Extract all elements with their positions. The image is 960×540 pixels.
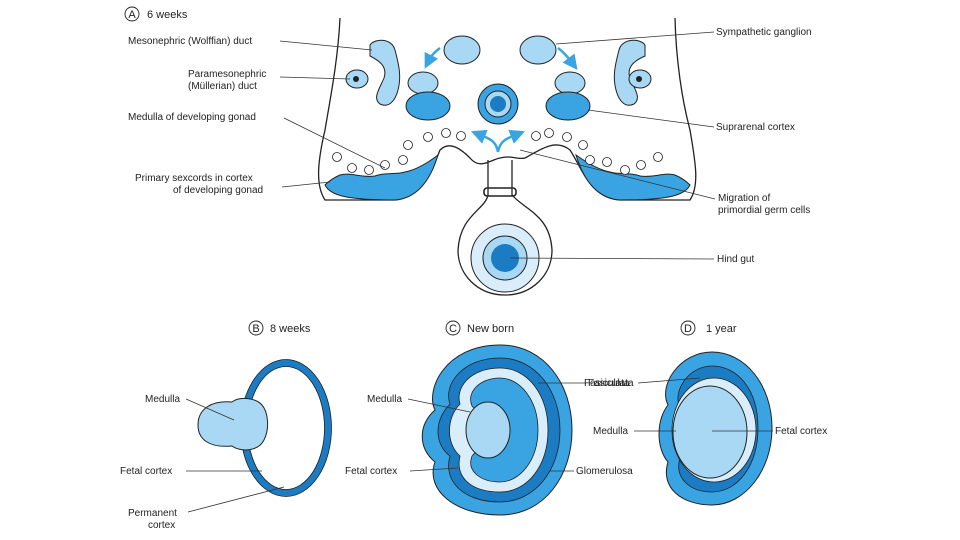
arrow-right-ganglion bbox=[557, 47, 578, 71]
panel-d: D 1 year Fasiculata Medulla Fetal cortex bbox=[584, 320, 827, 506]
label-b-permanent-1: Permanent bbox=[128, 508, 177, 519]
dorsal-mesentery bbox=[457, 160, 553, 296]
panel-b-letter-circle bbox=[248, 320, 264, 336]
left-gonad-cortex bbox=[324, 153, 439, 201]
medulla-d bbox=[672, 385, 748, 479]
panel-c: C New born Medulla Fetal cortex Fasicula… bbox=[345, 320, 634, 516]
label-suprarenal-cortex: Suprarenal cortex bbox=[716, 122, 795, 133]
medulla-b bbox=[197, 397, 269, 451]
panel-a-letter: A bbox=[128, 9, 136, 21]
label-sexcords-2: of developing gonad bbox=[173, 185, 263, 196]
aorta-lumen bbox=[490, 96, 506, 112]
panel-b: B 8 weeks Medulla Fetal cortex Permanent… bbox=[120, 320, 332, 531]
panel-a-title: 6 weeks bbox=[147, 9, 188, 21]
left-mesonephric-duct bbox=[369, 39, 401, 106]
label-c-glomerulosa: Glomerulosa bbox=[576, 466, 633, 477]
panel-a-letter-circle bbox=[124, 6, 140, 22]
right-paramesonephric-lumen bbox=[636, 76, 642, 82]
panel-d-letter-circle bbox=[680, 320, 696, 336]
panel-d-letter: D bbox=[684, 323, 692, 335]
panel-c-title: New born bbox=[467, 323, 514, 335]
label-migration-1: Migration of bbox=[718, 193, 770, 204]
right-suprarenal-cortex bbox=[545, 91, 591, 121]
label-c-medulla: Medulla bbox=[367, 394, 402, 405]
right-mesonephric-duct bbox=[613, 39, 646, 106]
mesentery-band bbox=[483, 187, 517, 197]
panel-b-letter: B bbox=[252, 323, 259, 335]
label-sympathetic-ganglion: Sympathetic ganglion bbox=[716, 27, 812, 38]
left-small-ganglion bbox=[407, 71, 439, 95]
label-hind-gut: Hind gut bbox=[717, 254, 754, 265]
label-paramesonephric-1: Paramesonephric bbox=[188, 69, 266, 80]
label-sexcords-1: Primary sexcords in cortex bbox=[135, 173, 253, 184]
label-d-fetal-cortex: Fetal cortex bbox=[775, 426, 827, 437]
label-b-permanent-2: cortex bbox=[148, 520, 175, 531]
right-sympathetic-ganglion bbox=[519, 35, 557, 65]
left-sympathetic-ganglion bbox=[443, 35, 481, 65]
label-mesonephric-duct: Mesonephric (Wolffian) duct bbox=[128, 36, 252, 47]
hind-gut-lumen bbox=[491, 244, 519, 272]
label-migration-2: primordial germ cells bbox=[718, 205, 810, 216]
label-d-medulla: Medulla bbox=[593, 426, 628, 437]
panel-a: A 6 weeks Mesonephric (Wolffian) duct Pa… bbox=[124, 6, 812, 296]
label-c-fetal-cortex: Fetal cortex bbox=[345, 466, 397, 477]
panel-d-title: 1 year bbox=[706, 323, 737, 335]
label-b-fetal-cortex: Fetal cortex bbox=[120, 466, 172, 477]
right-small-ganglion bbox=[554, 71, 586, 95]
panel-c-letter: C bbox=[449, 323, 457, 335]
medulla-c bbox=[465, 401, 511, 459]
left-paramesonephric-lumen bbox=[353, 76, 359, 82]
germ-cells bbox=[332, 128, 663, 175]
arrow-migration-left bbox=[471, 129, 500, 153]
label-medulla-gonad: Medulla of developing gonad bbox=[128, 112, 256, 123]
label-paramesonephric-2: (Müllerian) duct bbox=[188, 81, 257, 92]
embryo-cross-section-outline bbox=[317, 17, 697, 201]
arrow-left-ganglion bbox=[424, 47, 441, 69]
right-gonad-cortex bbox=[575, 153, 691, 201]
label-d-fasiculata: Fasiculata bbox=[584, 378, 630, 389]
left-suprarenal-cortex bbox=[405, 91, 451, 121]
label-b-medulla: Medulla bbox=[145, 394, 180, 405]
panel-b-title: 8 weeks bbox=[270, 323, 311, 335]
arrow-migration-right bbox=[496, 129, 525, 153]
panel-c-letter-circle bbox=[445, 320, 461, 336]
label-c-fasiculata: Fasiculata bbox=[588, 378, 634, 389]
